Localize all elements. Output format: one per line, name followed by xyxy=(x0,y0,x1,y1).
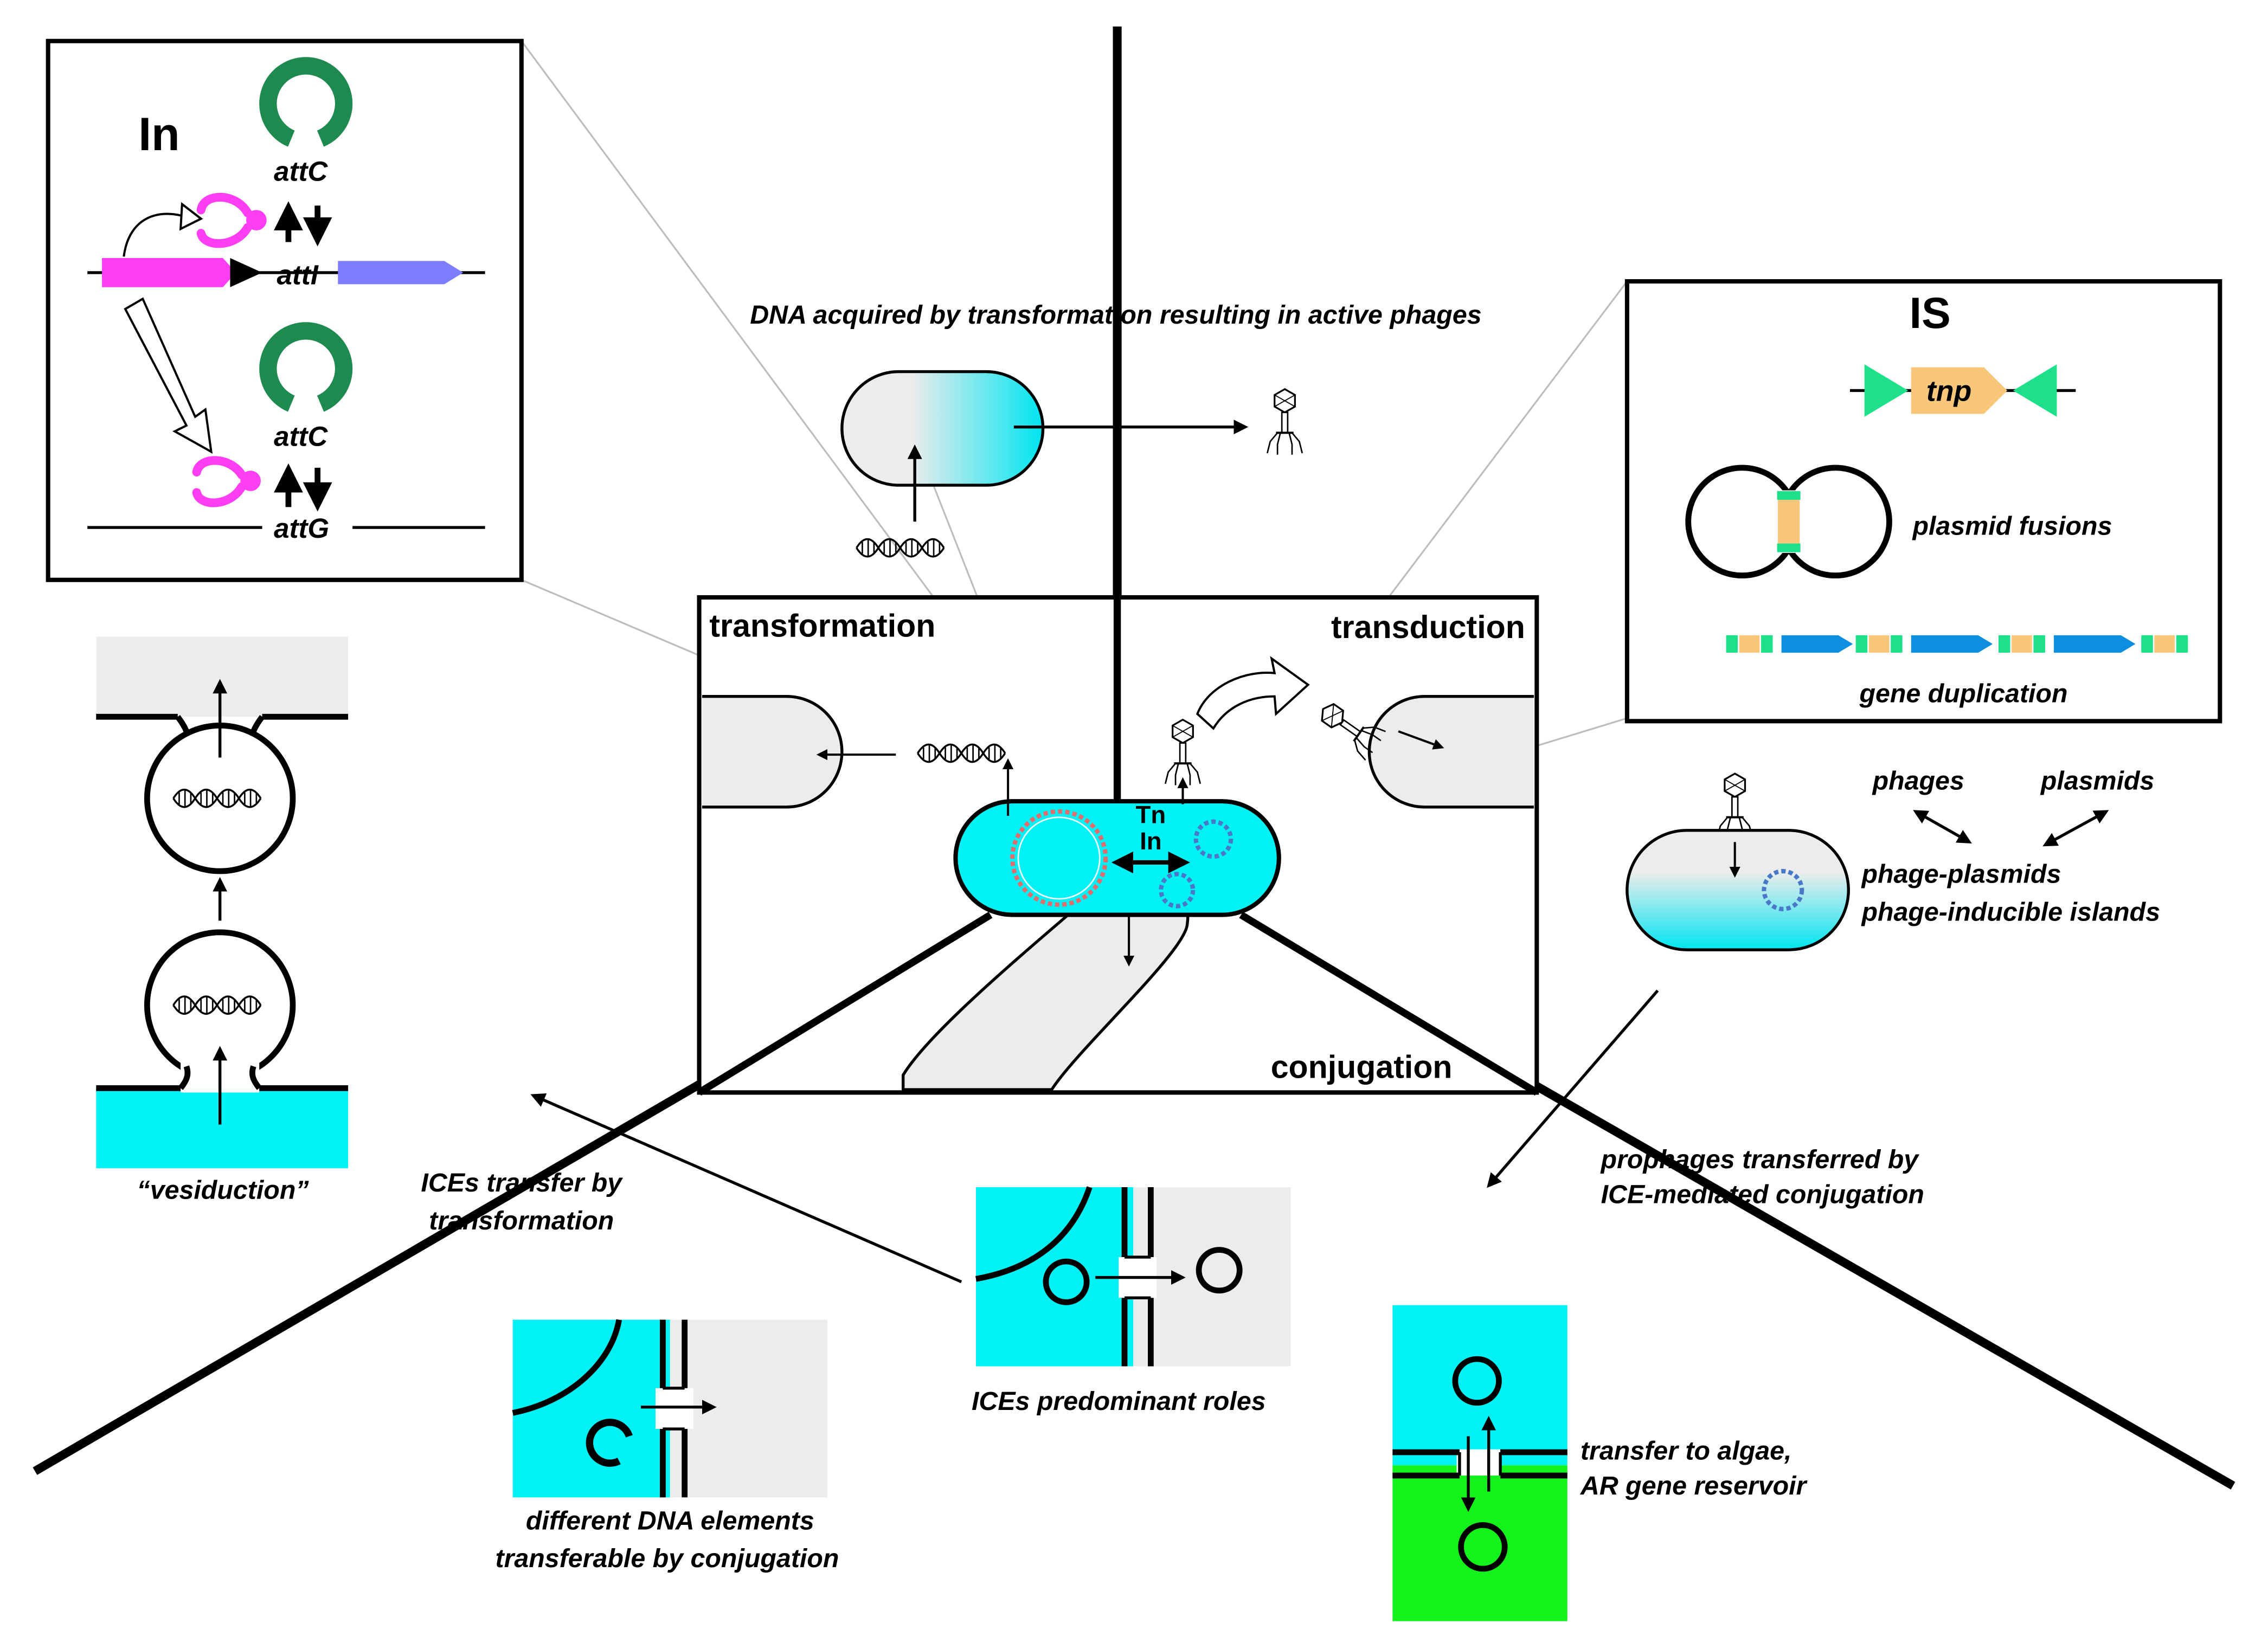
phage-icon-top xyxy=(1267,389,1302,455)
attc-label-bottom: attC xyxy=(274,421,328,452)
hollow-arrow-down xyxy=(124,297,213,454)
donor-cell xyxy=(953,799,1281,917)
ir-right xyxy=(2013,364,2057,417)
vesiduction-panel: “vesiduction” xyxy=(96,636,349,1205)
algae-line2: AR gene reservoir xyxy=(1580,1471,1808,1500)
top-caption: DNA acquired by transformation resulting… xyxy=(750,300,1481,330)
hollow-curved-arrow xyxy=(1196,656,1310,730)
curved-arrow-integrase xyxy=(123,212,183,257)
different-dna-line2: transferable by conjugation xyxy=(495,1544,839,1573)
integron-panel: In attC attI attC xyxy=(46,38,524,582)
recipient-cell-left xyxy=(702,694,844,809)
different-dna-panel: different DNA elements transferable by c… xyxy=(495,1319,839,1573)
gene-duplication-bar xyxy=(1726,635,2188,653)
recombination-arrows-bottom xyxy=(274,463,332,512)
center-box: transformation transduction conjugation … xyxy=(697,595,1539,1096)
tnp-label: tnp xyxy=(1926,375,1972,407)
plasmid-ring-2 xyxy=(1159,872,1196,909)
dna-helix-icon-top xyxy=(855,538,945,558)
plasmids-label: plasmids xyxy=(2040,767,2155,796)
in-label: In xyxy=(1140,827,1162,855)
phage-plasmids-label: phage-plasmids xyxy=(1860,860,2061,889)
gene-duplication-label: gene duplication xyxy=(1859,679,2067,708)
chromosome-ring xyxy=(1010,809,1108,907)
atti-label: attI xyxy=(277,259,319,290)
attg-label: attG xyxy=(274,513,329,544)
ices-transformation-line1: ICEs transfer by xyxy=(421,1168,623,1197)
transformation-label: transformation xyxy=(709,608,935,644)
attc-label-top: attC xyxy=(274,156,328,187)
right-cell xyxy=(1625,829,1850,951)
phage-plasmid-panel: phages plasmids phage-plasmids phage-ind… xyxy=(1625,767,2160,951)
ices-transformation-line2: transformation xyxy=(429,1206,614,1235)
plasmid-fusions-label: plasmid fusions xyxy=(1911,511,2112,540)
plasmid-ring-1 xyxy=(1193,819,1233,859)
ir-left xyxy=(1864,364,1909,417)
prophages-line1: prophages transferred by xyxy=(1600,1145,1920,1174)
tnp-gene xyxy=(1911,367,2008,414)
ices-roles-panel: ICEs predominant roles xyxy=(972,1186,1291,1416)
algae-line1: transfer to algae, xyxy=(1580,1436,1792,1465)
arrow-to-vesiduction xyxy=(530,1093,962,1284)
is-panel: IS tnp plasmid fusions xyxy=(1624,279,2222,724)
integron-title: In xyxy=(138,108,179,160)
phage-inducible-label: phage-inducible islands xyxy=(1860,897,2160,926)
recipient-cell-right xyxy=(1367,694,1534,809)
ices-roles-label: ICEs predominant roles xyxy=(972,1387,1266,1416)
phages-label: phages xyxy=(1872,767,1964,796)
transduction-label: transduction xyxy=(1331,609,1525,645)
vesiduction-label: “vesiduction” xyxy=(137,1176,310,1205)
prophages-line2: ICE-mediated conjugation xyxy=(1601,1180,1924,1209)
fusion-is xyxy=(1776,490,1801,553)
different-dna-line1: different DNA elements xyxy=(526,1506,814,1535)
is-title: IS xyxy=(1910,289,1951,338)
tn-label: Tn xyxy=(1136,801,1166,828)
recombination-arrows-top xyxy=(274,201,332,247)
attc-circle-top xyxy=(259,57,353,147)
top-cell xyxy=(840,370,1045,487)
conjugation-label: conjugation xyxy=(1271,1049,1453,1085)
attc-circle-bottom xyxy=(259,322,353,412)
integrase-icon-bottom xyxy=(192,456,261,507)
algae-panel: transfer to algae, AR gene reservoir xyxy=(1392,1305,1808,1621)
intI-gene xyxy=(102,258,236,287)
arrow-to-prophages xyxy=(1487,989,1659,1188)
integrase-icon-top xyxy=(196,192,267,248)
cassette-gene xyxy=(338,261,464,285)
